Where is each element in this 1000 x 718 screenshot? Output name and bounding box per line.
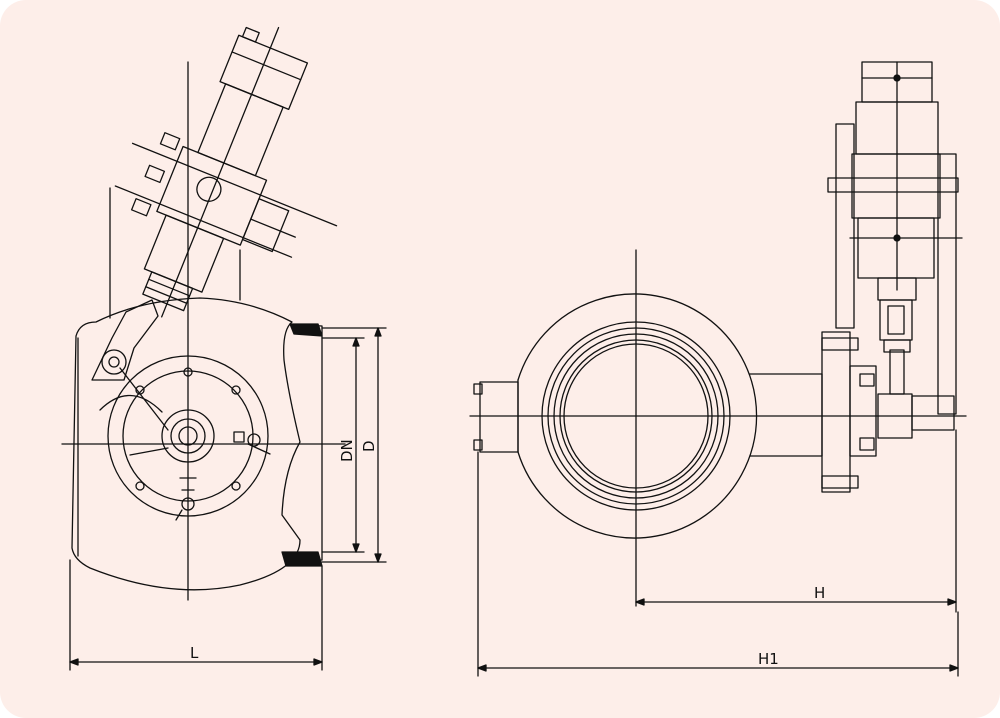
side-view: L DN D [61, 26, 387, 671]
dimension-H: H [635, 429, 957, 613]
side-actuator [114, 26, 338, 318]
front-actuator [827, 61, 963, 415]
dimension-DN: DN [321, 337, 365, 553]
front-neck [749, 373, 823, 457]
side-lever-arm [91, 299, 169, 456]
front-flange-ring [517, 293, 758, 539]
dimension-H-label: H [814, 584, 825, 602]
dimension-H1: H1 [477, 451, 959, 677]
front-mounting-plate [821, 331, 877, 493]
dimension-L-label: L [190, 644, 199, 662]
dimension-H1-label: H1 [758, 650, 779, 668]
front-view: H H1 [469, 61, 967, 677]
side-valve-body [71, 297, 323, 591]
side-bonnet-cover [107, 355, 271, 521]
dimension-D: D [321, 327, 387, 563]
front-left-stub [473, 381, 519, 453]
dimension-L: L [69, 559, 323, 671]
dimension-D-label: D [360, 440, 378, 452]
dimension-DN-label: DN [338, 439, 356, 462]
